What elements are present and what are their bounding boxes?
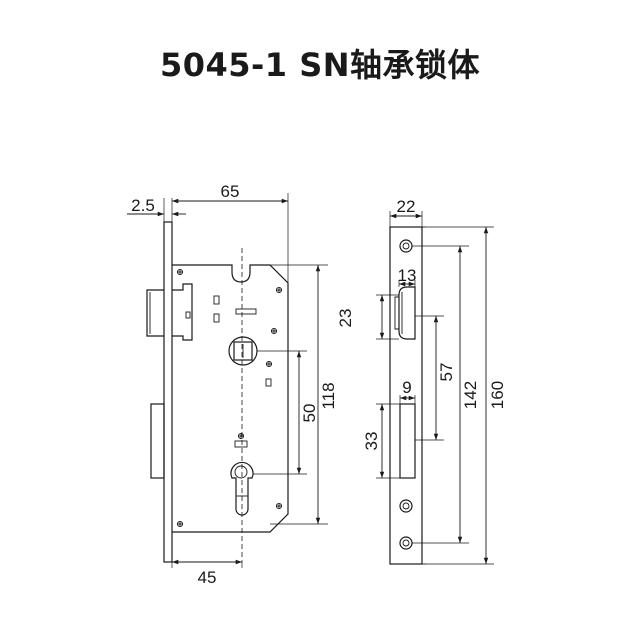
side-view-dimensions: 22 13 9 33 57 142 160 xyxy=(362,197,507,565)
dim-screw-spacing: 142 xyxy=(461,381,480,409)
case-screw-top-right-icon xyxy=(275,286,283,294)
latch-bolt-side xyxy=(398,286,416,340)
dim-body-height: 118 xyxy=(319,382,338,409)
case-screw-top-left-icon xyxy=(176,268,184,276)
faceplate-front xyxy=(389,226,423,565)
deadbolt-side xyxy=(399,403,416,479)
dim-backset: 45 xyxy=(198,568,217,587)
lock-case-outline xyxy=(172,264,289,533)
spindle-screw-icon xyxy=(270,327,278,335)
dim-latch-width: 13 xyxy=(398,266,417,285)
dim-bolt-height: 33 xyxy=(362,432,381,451)
latch-bolt-front xyxy=(146,289,164,337)
mounting-hole-top-icon xyxy=(399,239,413,253)
mounting-hole-bottom-upper-icon xyxy=(399,499,413,513)
cylinder-cutout xyxy=(230,461,254,516)
deadbolt-front xyxy=(150,403,165,479)
case-screw-bottom-right-icon xyxy=(275,502,283,510)
side-screw-icon xyxy=(265,360,273,368)
front-view xyxy=(146,221,289,563)
faceplate-side xyxy=(163,221,173,563)
dim-body-width: 65 xyxy=(221,182,240,201)
dim-faceplate-width: 22 xyxy=(397,197,416,216)
case-screw-bottom-left-icon xyxy=(176,520,184,528)
diagram-title: 5045-1 SN轴承锁体 xyxy=(159,46,481,84)
latch-mechanism xyxy=(172,283,193,341)
dim-handle-to-top: 23 xyxy=(336,309,355,328)
dim-bolt-width: 9 xyxy=(402,378,411,397)
cylinder-screw-icon xyxy=(237,432,245,440)
spindle-square-hole xyxy=(233,341,253,361)
dim-handle-to-cylinder: 50 xyxy=(300,404,319,423)
dim-faceplate-thickness: 2.5 xyxy=(131,196,155,215)
dim-faceplate-height: 160 xyxy=(488,381,507,409)
mounting-hole-bottom-icon xyxy=(399,536,413,550)
front-view-dimensions: 2.5 65 45 118 23 50 xyxy=(127,182,355,587)
dim-latch-height: 57 xyxy=(437,363,456,382)
